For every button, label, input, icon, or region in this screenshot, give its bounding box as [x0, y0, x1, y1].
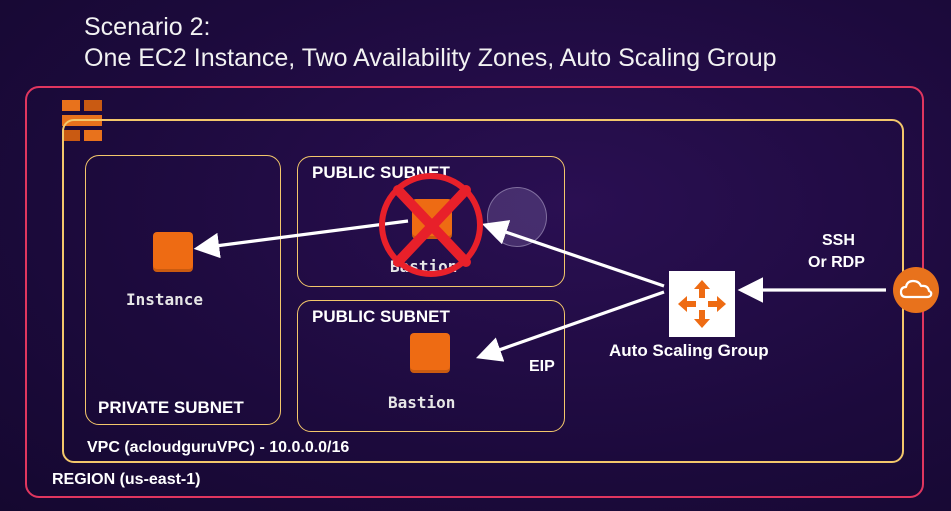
region-label: REGION (us-east-1) — [52, 471, 201, 488]
private-subnet — [85, 155, 281, 425]
rdp-label: Or RDP — [808, 254, 865, 271]
public-subnet-1-label: PUBLIC SUBNET — [312, 163, 450, 182]
play-button-icon[interactable] — [487, 187, 547, 247]
bastion-1-ec2-icon — [412, 199, 452, 239]
auto-scaling-icon — [669, 271, 735, 337]
cloud-icon — [893, 267, 939, 313]
title-line-2: One EC2 Instance, Two Availability Zones… — [84, 44, 777, 72]
bastion-2-label: Bastion — [388, 393, 456, 412]
instance-ec2-icon — [153, 232, 193, 272]
instance-label: Instance — [126, 290, 204, 309]
ssh-label: SSH — [822, 232, 855, 249]
public-subnet-2-label: PUBLIC SUBNET — [312, 307, 450, 326]
private-subnet-label: PRIVATE SUBNET — [98, 398, 244, 417]
public-subnet-2 — [297, 300, 565, 432]
eip-label: EIP — [529, 358, 555, 375]
bastion-1-label: Bastion — [390, 257, 458, 276]
vpc-label: VPC (acloudguruVPC) - 10.0.0.0/16 — [87, 439, 350, 456]
title-line-1: Scenario 2: — [84, 13, 211, 41]
bastion-2-ec2-icon — [410, 333, 450, 373]
auto-scaling-label: Auto Scaling Group — [609, 341, 769, 360]
slide-title: Scenario 2: One EC2 Instance, Two Availa… — [84, 12, 777, 74]
